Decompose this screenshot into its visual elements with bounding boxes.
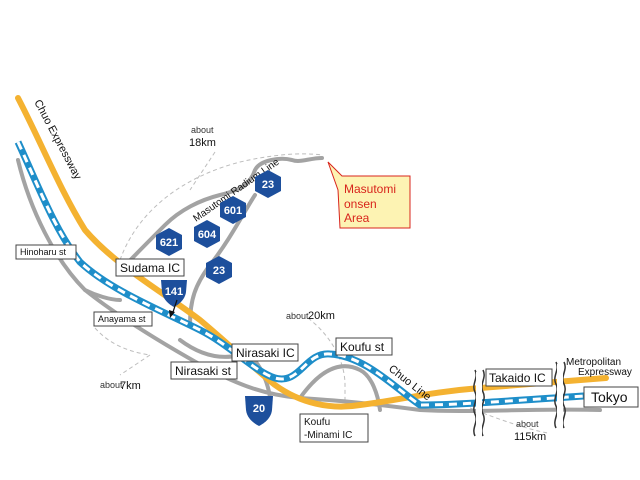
route-shield-23-lower: 23 <box>206 256 232 284</box>
ic-sudama: Sudama IC <box>115 258 185 277</box>
station-nirasaki: Nirasaki st <box>170 361 238 380</box>
ic-takaido: Takaido IC <box>485 368 553 387</box>
svg-text:Nirasaki st: Nirasaki st <box>175 364 232 378</box>
station-anayama: Anayama st <box>93 311 153 327</box>
svg-text:23: 23 <box>262 179 274 191</box>
svg-text:Koufu: Koufu <box>304 417 330 428</box>
distance-7km: 7km <box>120 380 141 392</box>
svg-text:Nirasaki IC: Nirasaki IC <box>236 346 295 360</box>
route-shield-604: 604 <box>194 220 220 248</box>
ic-nirasaki: Nirasaki IC <box>231 343 299 362</box>
svg-text:-Minami IC: -Minami IC <box>304 430 352 441</box>
svg-text:onsen: onsen <box>344 197 377 211</box>
svg-text:141: 141 <box>165 286 183 298</box>
distance-7km-about: about <box>100 380 123 390</box>
svg-text:Koufu st: Koufu st <box>340 340 385 354</box>
svg-text:621: 621 <box>160 237 178 249</box>
route-shield-23-upper: 23 <box>255 170 281 198</box>
distance-18km-about: about <box>191 125 214 135</box>
svg-text:Hinoharu st: Hinoharu st <box>20 247 67 257</box>
svg-text:Anayama st: Anayama st <box>98 314 146 324</box>
ic-koufu-minami: Koufu -Minami IC <box>299 413 369 443</box>
svg-text:23: 23 <box>213 265 225 277</box>
svg-text:Masutomi: Masutomi <box>344 182 396 196</box>
station-koufu: Koufu st <box>335 337 393 356</box>
distance-115km: 115km <box>514 431 546 443</box>
route-shield-141: 141 <box>161 280 187 307</box>
distance-115km-about: about <box>516 419 539 429</box>
svg-text:Tokyo: Tokyo <box>591 389 628 405</box>
masutomi-onsen-callout: Masutomi onsen Area <box>327 161 411 229</box>
distance-20km-about: about <box>286 311 309 321</box>
svg-text:Takaido IC: Takaido IC <box>489 371 546 385</box>
metropolitan-label-line1: Metropolitan <box>566 357 621 368</box>
distance-18km: 18km <box>189 137 216 149</box>
station-hinoharu: Hinoharu st <box>15 244 77 260</box>
svg-text:Sudama IC: Sudama IC <box>120 261 180 275</box>
route-shield-601: 601 <box>220 196 246 224</box>
metropolitan-label-line2: Expressway <box>578 367 632 378</box>
distance-break-marks <box>473 361 566 437</box>
svg-text:Area: Area <box>344 211 370 225</box>
svg-text:20: 20 <box>253 403 265 415</box>
route-shield-621: 621 <box>156 228 182 256</box>
chuo-railway-line <box>14 140 601 409</box>
svg-text:601: 601 <box>224 205 242 217</box>
svg-text:604: 604 <box>198 229 217 241</box>
arrow-icon <box>169 299 178 318</box>
distance-20km: 20km <box>308 310 335 322</box>
route-shield-20: 20 <box>245 396 273 426</box>
station-tokyo: Tokyo <box>583 386 639 408</box>
